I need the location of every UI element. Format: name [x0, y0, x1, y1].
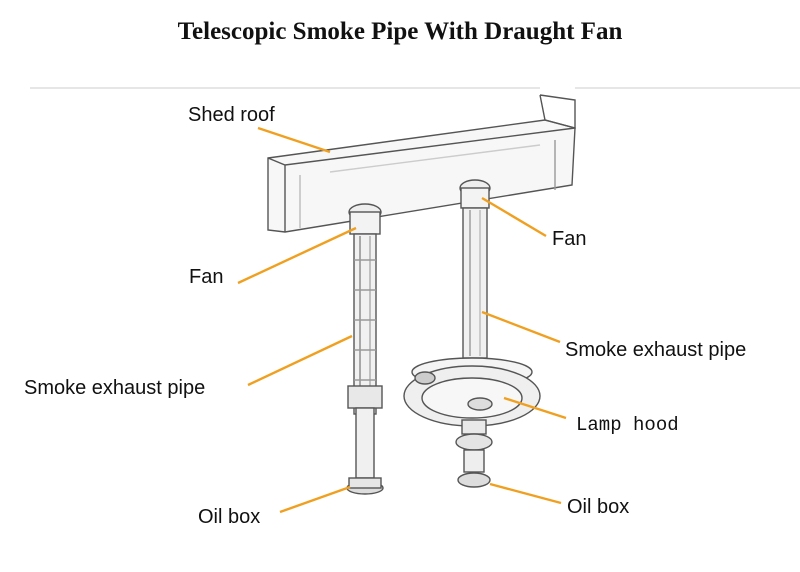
leader-shed-roof — [257, 126, 331, 154]
right-pipe-assembly — [403, 179, 541, 488]
leader-fan-left — [237, 226, 357, 285]
label-lamp-hood: Lamp hood — [576, 414, 679, 436]
label-fan-left: Fan — [189, 266, 224, 288]
leader-oil-box-right — [489, 482, 562, 505]
label-fan-right: Fan — [552, 228, 587, 250]
label-oil-box-right: Oil box — [567, 496, 630, 518]
label-smoke-pipe-left: Smoke exhaust pipe — [24, 377, 206, 399]
leader-fan-right — [481, 196, 547, 238]
label-smoke-pipe-right: Smoke exhaust pipe — [565, 339, 747, 361]
diagram-title: Telescopic Smoke Pipe With Draught Fan — [177, 18, 623, 45]
leader-oil-box-left — [279, 485, 351, 514]
label-shed-roof: Shed roof — [188, 104, 275, 126]
shed-roof-beam — [267, 94, 576, 233]
leader-smoke-pipe-right — [481, 310, 561, 344]
left-pipe-assembly — [346, 203, 384, 495]
leader-lines — [237, 126, 567, 514]
label-oil-box-left: Oil box — [198, 506, 261, 528]
leader-smoke-pipe-left — [247, 334, 353, 387]
leader-lamp-hood — [503, 396, 567, 420]
